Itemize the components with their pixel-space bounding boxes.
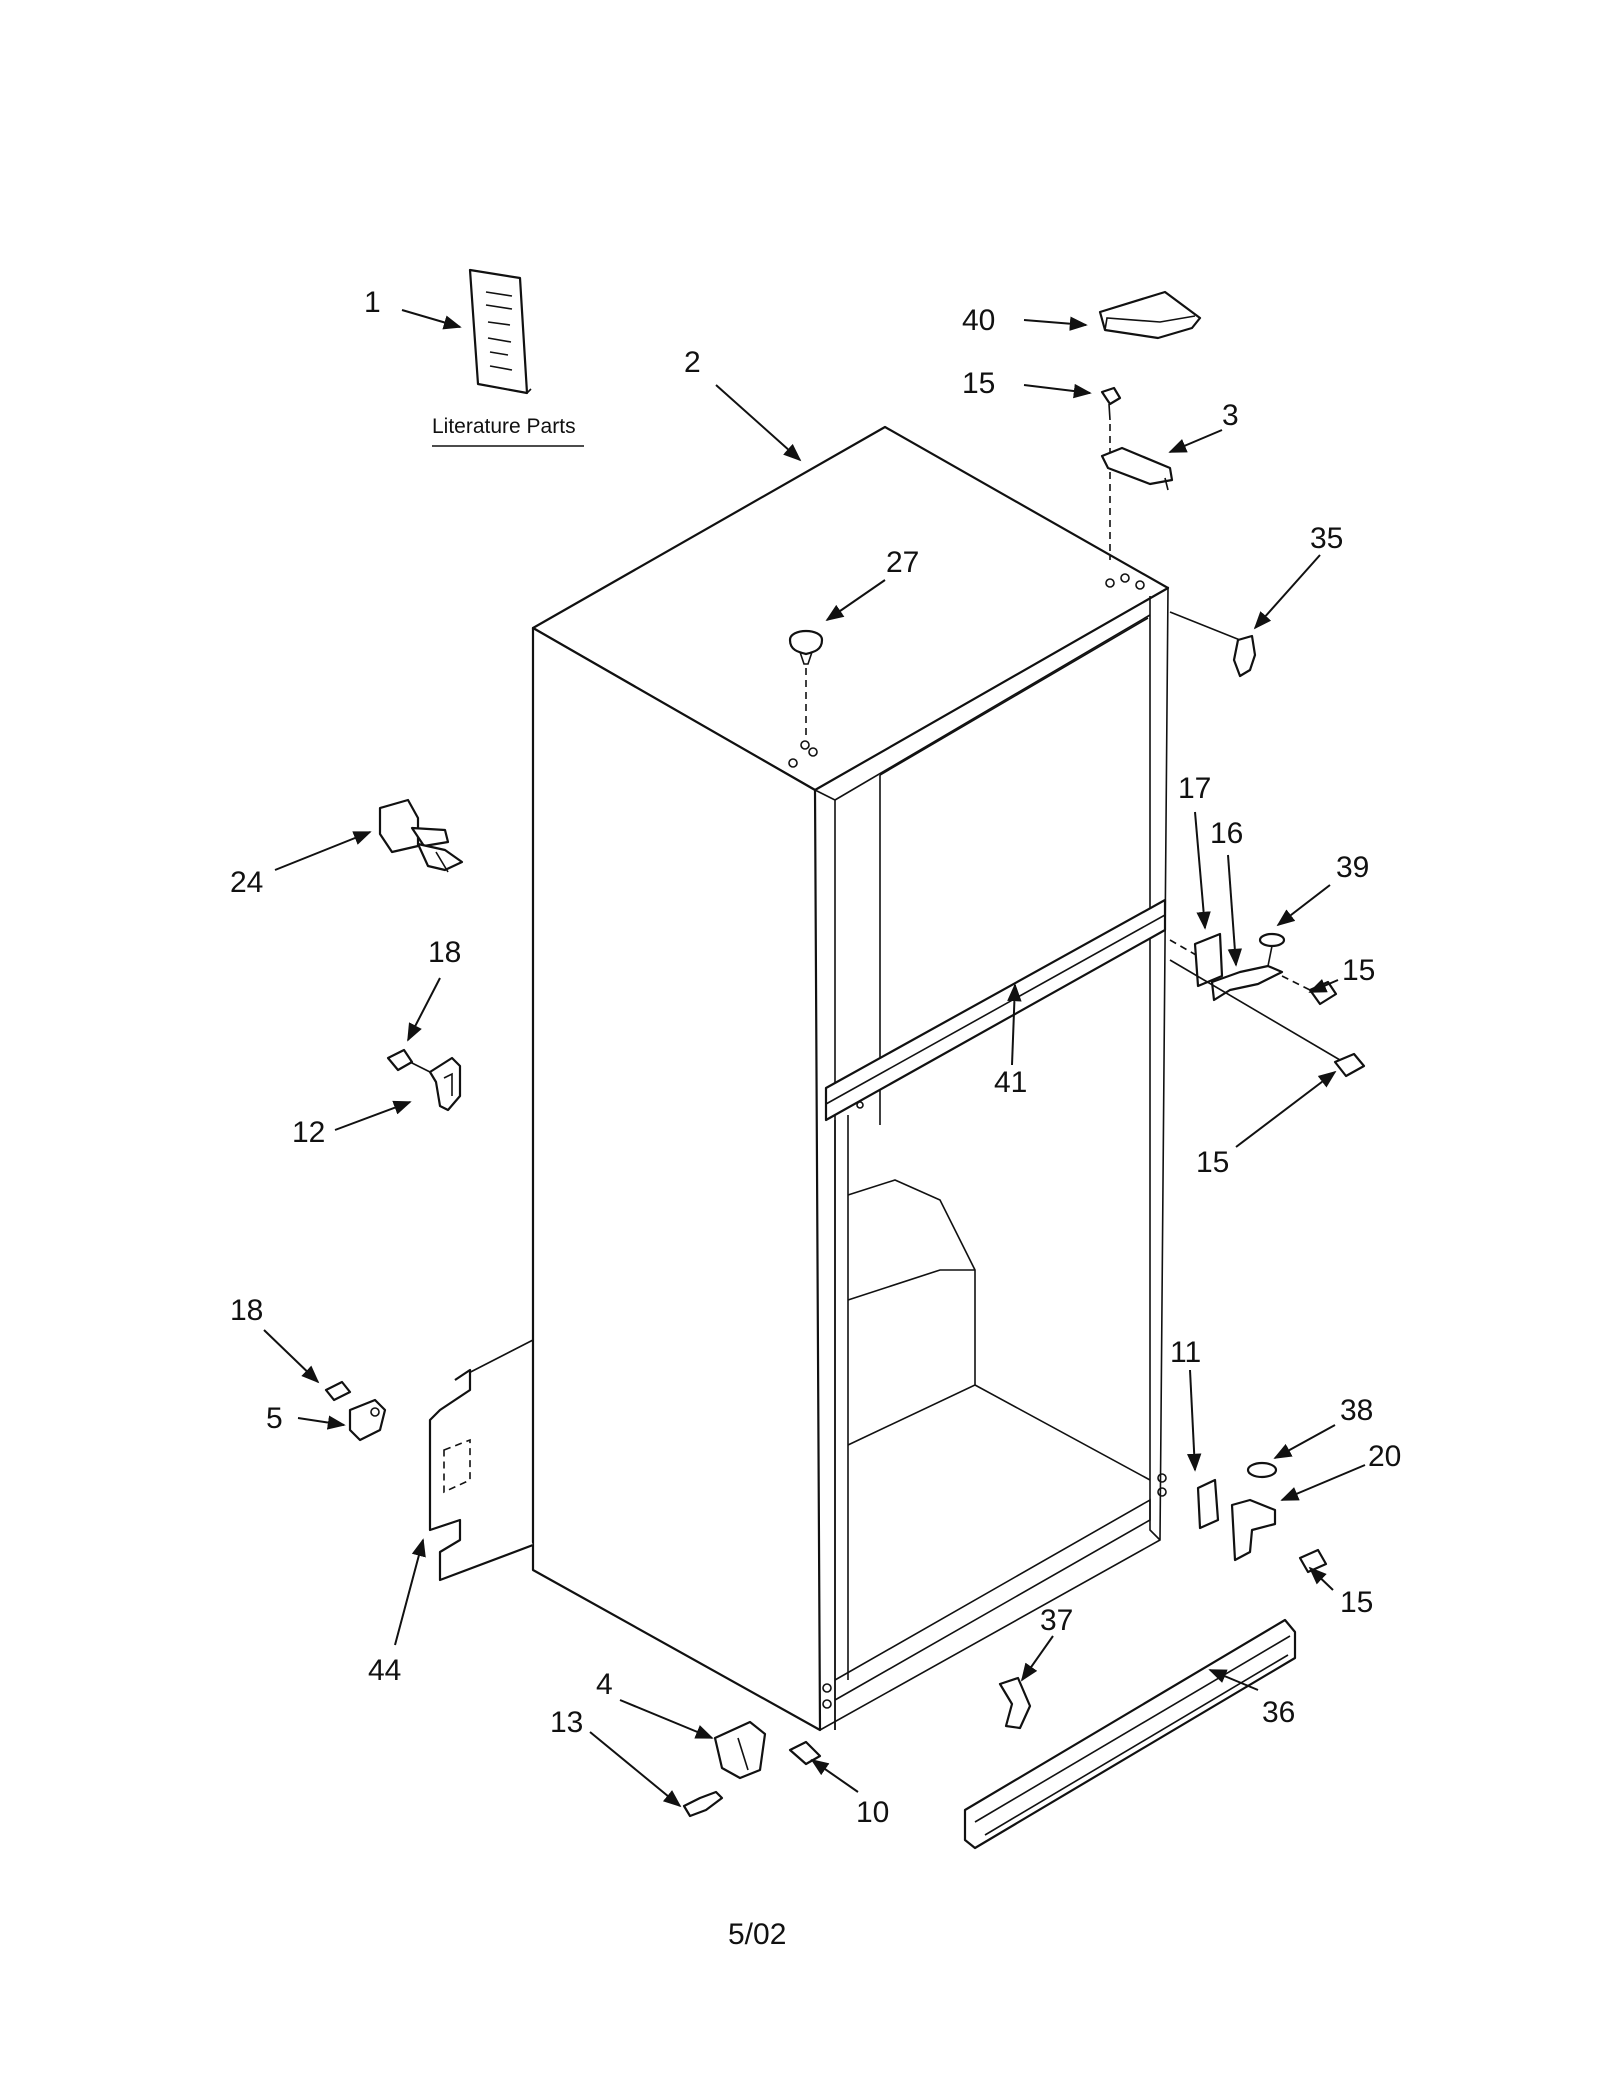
literature-caption: Literature Parts [432, 415, 576, 438]
screw-top-hinge [1100, 386, 1122, 560]
callout-10: 10 [856, 1796, 889, 1829]
literature-booklet [468, 268, 532, 395]
hinge-cover-top [1098, 290, 1202, 340]
callout-36: 36 [1262, 1696, 1295, 1729]
callout-18: 18 [428, 936, 461, 969]
callout-2: 2 [684, 346, 701, 379]
callout-37: 37 [1040, 1604, 1073, 1637]
front-leveler-assembly [682, 1720, 822, 1818]
door-stop [378, 798, 464, 873]
callout-27: 27 [886, 546, 919, 579]
leader-lines [263, 309, 1366, 1808]
callout-16: 16 [1210, 817, 1243, 850]
callout-11: 11 [1170, 1336, 1201, 1369]
top-hinge [1100, 446, 1174, 491]
callout-15: 15 [1196, 1146, 1229, 1179]
callout-20: 20 [1368, 1440, 1401, 1473]
callout-40: 40 [962, 304, 995, 337]
lower-right-hinge-assembly [1196, 1461, 1328, 1574]
callout-39: 39 [1336, 851, 1369, 884]
callout-13: 13 [550, 1706, 583, 1739]
callout-44: 44 [368, 1654, 401, 1687]
hole-plug [788, 629, 824, 738]
callout-15: 15 [1340, 1586, 1373, 1619]
screw-and-bracket-left-upper [386, 1048, 462, 1112]
refrigerator-cabinet [531, 425, 1170, 1732]
center-hinge-assembly [1169, 932, 1366, 1078]
callout-1: 1 [364, 286, 381, 319]
callout-17: 17 [1178, 772, 1211, 805]
callout-12: 12 [292, 1116, 325, 1149]
callout-41: 41 [994, 1066, 1027, 1099]
lower-left-hinge-area [324, 1339, 534, 1582]
callout-38: 38 [1340, 1394, 1373, 1427]
callout-24: 24 [230, 866, 263, 899]
top-trim-piece [1169, 611, 1257, 678]
grille-clip [998, 1676, 1032, 1730]
callout-3: 3 [1222, 399, 1239, 432]
toe-grille [963, 1618, 1297, 1850]
callout-5: 5 [266, 1402, 283, 1435]
callout-15: 15 [962, 367, 995, 400]
callout-4: 4 [596, 1668, 613, 1701]
callout-18: 18 [230, 1294, 263, 1327]
callout-35: 35 [1310, 522, 1343, 555]
callout-labels: 1 2 40 15 3 35 27 24 18 12 17 16 39 15 4… [230, 286, 1401, 1829]
callout-15: 15 [1342, 954, 1375, 987]
date-code: 5/02 [728, 1918, 786, 1951]
